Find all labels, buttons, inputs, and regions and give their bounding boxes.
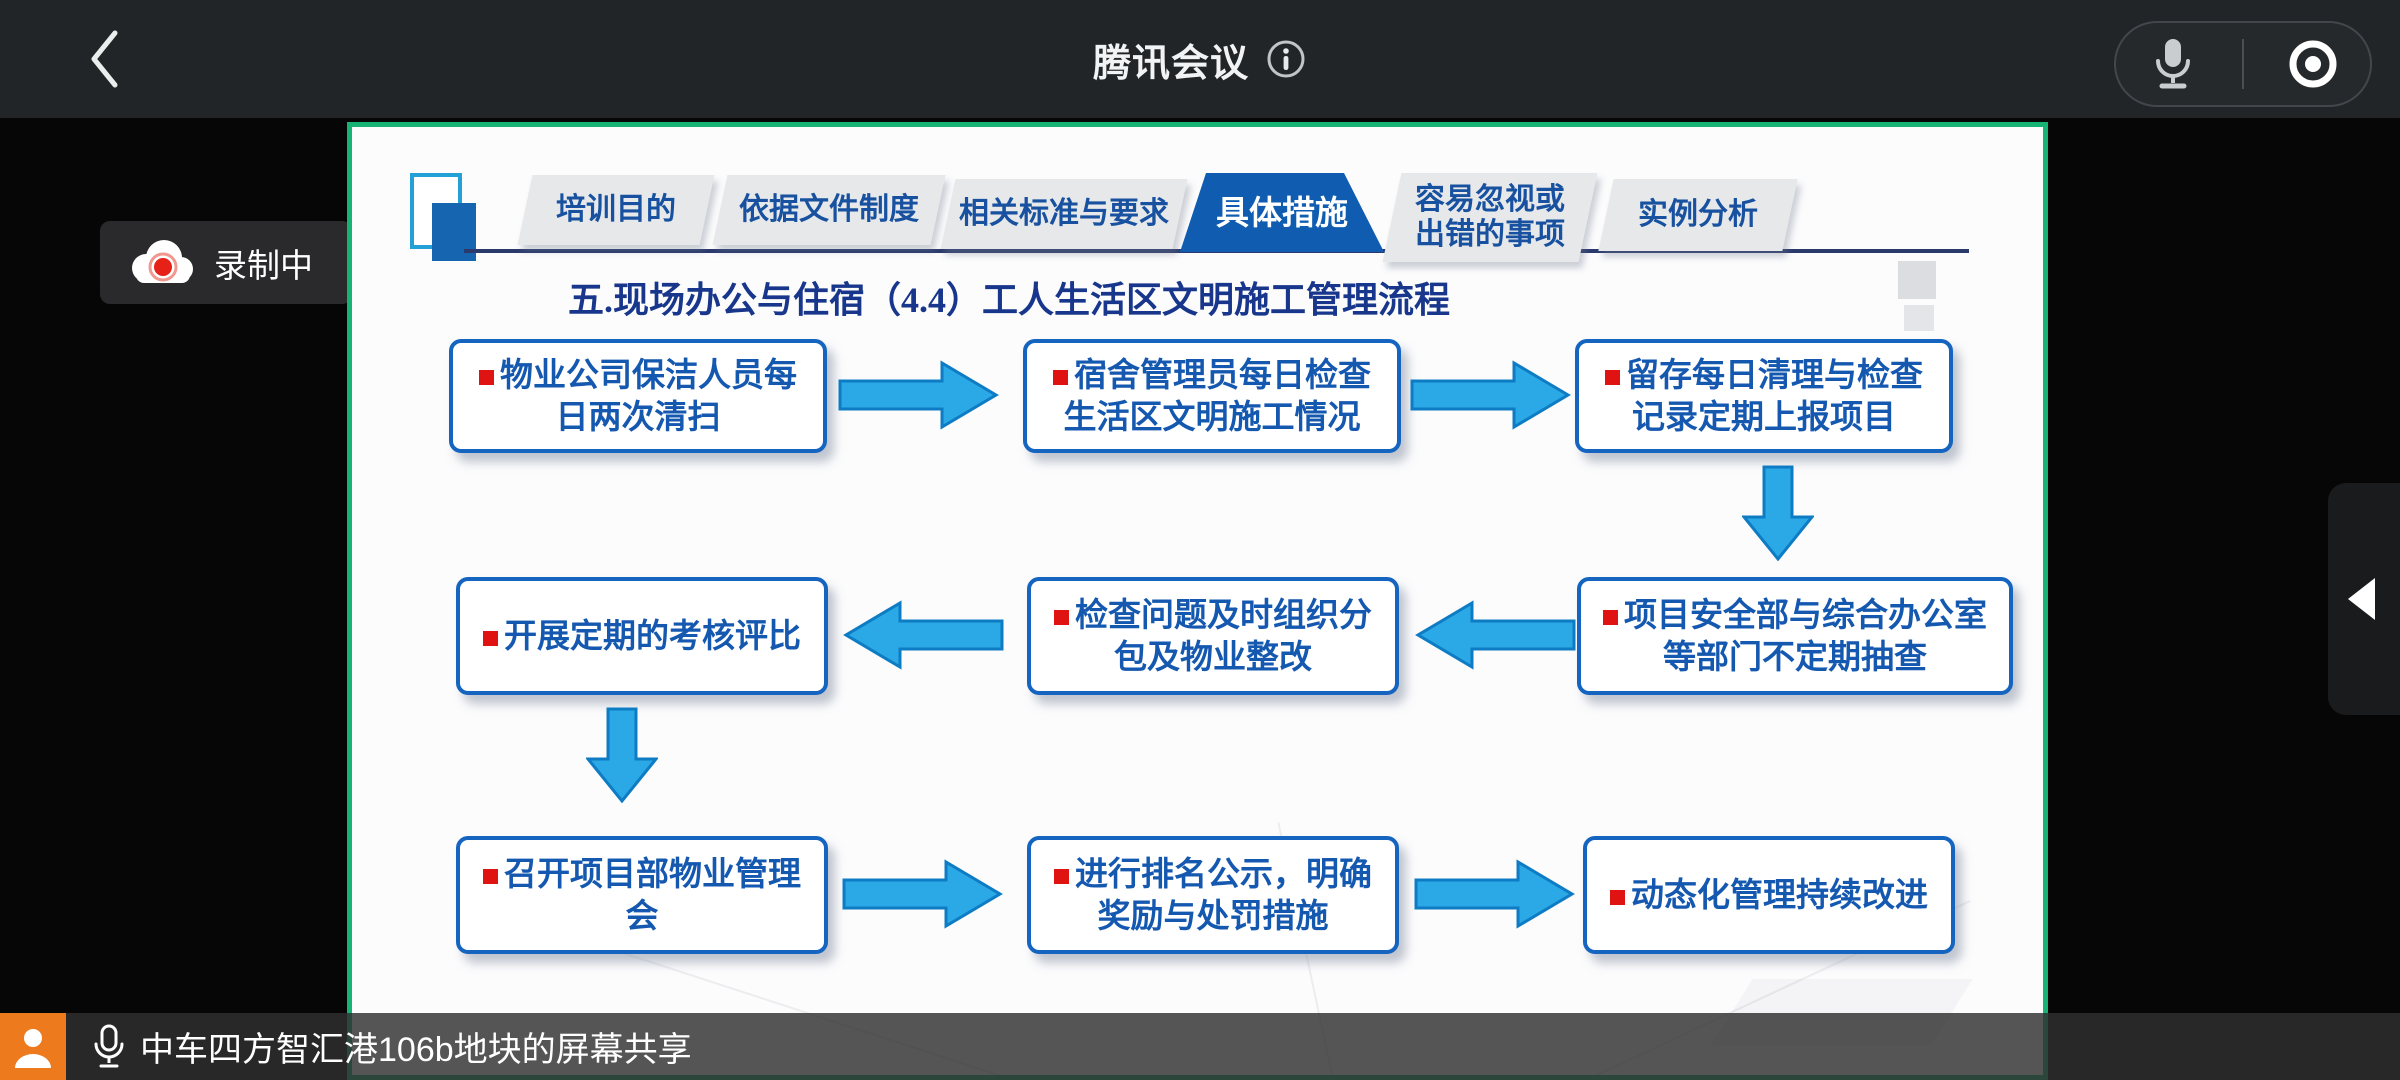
arrow-right-icon [1414,859,1575,929]
tab-label: 容易忽视或出错的事项 [1415,183,1565,251]
screen-share-status-bar: 中车四方智汇港106b地块的屏幕共享 [0,1013,2400,1080]
cloud-record-icon [132,239,193,283]
record-button[interactable] [2268,29,2358,99]
slide-tab-case-analysis: 实例分析 [1598,179,1798,251]
tab-label: 实例分析 [1638,197,1758,231]
mic-icon [2156,39,2190,89]
slide-tab-easily-overlooked: 容易忽视或出错的事项 [1382,173,1598,262]
arrow-left-icon [1415,600,1576,670]
flow-box: 项目安全部与综合办公室等部门不定期抽查 [1577,577,2013,695]
info-icon[interactable] [1265,38,1307,80]
recording-badge[interactable]: 录制中 [100,221,352,304]
pill-divider [2242,39,2244,89]
flow-box: 进行排名公示，明确奖励与处罚措施 [1027,836,1399,954]
slide-tab-standards-requirements: 相关标准与要求 [940,179,1188,249]
flow-box-text: 开展定期的考核评比 [483,615,801,657]
flow-box-text: 检查问题及时组织分包及物业整改 [1047,594,1379,678]
bullet-icon [1053,369,1068,385]
flow-box: 检查问题及时组织分包及物业整改 [1027,577,1399,695]
page-title: 腾讯会议 [1092,42,1250,85]
arrow-down-icon [586,707,658,803]
flow-box: 召开项目部物业管理会 [456,836,828,954]
meeting-controls-pill [2114,21,2372,107]
flow-box-text: 留存每日清理与检查记录定期上报项目 [1595,354,1933,438]
tab-label: 依据文件制度 [739,192,919,226]
flow-box-text: 召开项目部物业管理会 [476,853,808,937]
bullet-icon [1054,609,1069,625]
tab-label: 培训目的 [556,192,676,226]
arrow-right-icon [1410,360,1571,430]
chevron-left-icon [91,30,118,88]
bullet-icon [1610,889,1625,905]
flow-box: 动态化管理持续改进 [1583,836,1955,954]
slide-content: 培训目的 依据文件制度 相关标准与要求 具体措施 容易忽视或出错的事项 实例分析… [352,127,2043,1075]
mic-button[interactable] [2128,29,2218,99]
flow-box-text: 宿舍管理员每日检查生活区文明施工情况 [1043,354,1381,438]
flow-box-text: 项目安全部与综合办公室等部门不定期抽查 [1597,594,1993,678]
screen-share-label: 中车四方智汇港106b地块的屏幕共享 [140,1031,692,1069]
shared-screen-view[interactable]: 培训目的 依据文件制度 相关标准与要求 具体措施 容易忽视或出错的事项 实例分析… [347,122,2048,1080]
back-button[interactable] [78,28,130,90]
slide-tab-training-purpose: 培训目的 [517,175,715,245]
deco-square [1898,261,1936,299]
slide-subtitle: 五.现场办公与住宿（4.4）工人生活区文明施工管理流程 [568,280,1451,320]
flow-box-text: 进行排名公示，明确奖励与处罚措施 [1047,853,1379,937]
presenter-avatar [0,1013,66,1080]
tab-label: 相关标准与要求 [959,196,1169,230]
bullet-icon [1054,868,1069,884]
bullet-icon [483,630,498,646]
slide-tab-specific-measures: 具体措施 [1180,173,1384,252]
bullet-icon [1605,369,1620,385]
recording-label: 录制中 [214,246,313,284]
bullet-icon [1603,609,1618,625]
deco-square [1904,305,1934,331]
tab-label: 具体措施 [1216,193,1348,231]
person-icon [15,1028,51,1068]
bullet-icon [479,369,494,385]
flow-box-text: 物业公司保洁人员每日两次清扫 [469,354,807,438]
side-panel-toggle[interactable] [2328,483,2400,715]
flow-box: 留存每日清理与检查记录定期上报项目 [1575,339,1953,453]
flow-box: 开展定期的考核评比 [456,577,828,695]
flow-box-text: 动态化管理持续改进 [1610,874,1928,916]
presenter-mic-icon [92,1024,126,1070]
flow-box: 宿舍管理员每日检查生活区文明施工情况 [1023,339,1401,453]
arrow-right-icon [838,360,999,430]
triangle-left-icon [2348,578,2375,620]
top-bar: 腾讯会议 [0,0,2400,118]
arrow-down-icon [1742,465,1814,561]
slide-tab-basis-documents: 依据文件制度 [712,175,946,245]
arrow-left-icon [843,600,1004,670]
flow-box: 物业公司保洁人员每日两次清扫 [449,339,827,453]
arrow-right-icon [842,859,1003,929]
record-icon [2289,40,2337,88]
bullet-icon [483,868,498,884]
